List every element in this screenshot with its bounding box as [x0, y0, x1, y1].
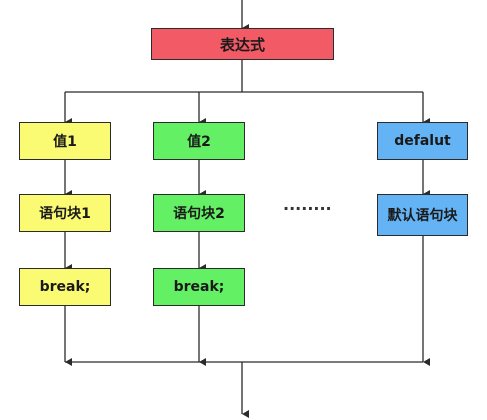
- case2-value-box: 值2: [153, 122, 245, 160]
- expression-label: 表达式: [219, 35, 265, 54]
- expression-box: 表达式: [151, 28, 334, 60]
- case2-break-box: break;: [153, 268, 245, 306]
- case1-value-label: 值1: [53, 134, 77, 150]
- ellipsis: ........: [283, 195, 332, 214]
- case1-break-box: break;: [19, 268, 111, 306]
- case1-block-label: 语句块1: [39, 206, 91, 222]
- case2-block-box: 语句块2: [153, 194, 245, 232]
- case2-value-label: 值2: [187, 134, 211, 150]
- default-label-box: defalut: [377, 122, 468, 160]
- case2-break-label: break;: [173, 279, 225, 295]
- default-block-box: 默认语句块: [377, 194, 468, 236]
- case1-value-box: 值1: [19, 122, 111, 160]
- default-block-label: 默认语句块: [387, 208, 458, 224]
- default-label: defalut: [394, 133, 451, 149]
- case1-block-box: 语句块1: [19, 194, 111, 232]
- case2-block-label: 语句块2: [173, 206, 225, 222]
- case1-break-label: break;: [39, 279, 91, 295]
